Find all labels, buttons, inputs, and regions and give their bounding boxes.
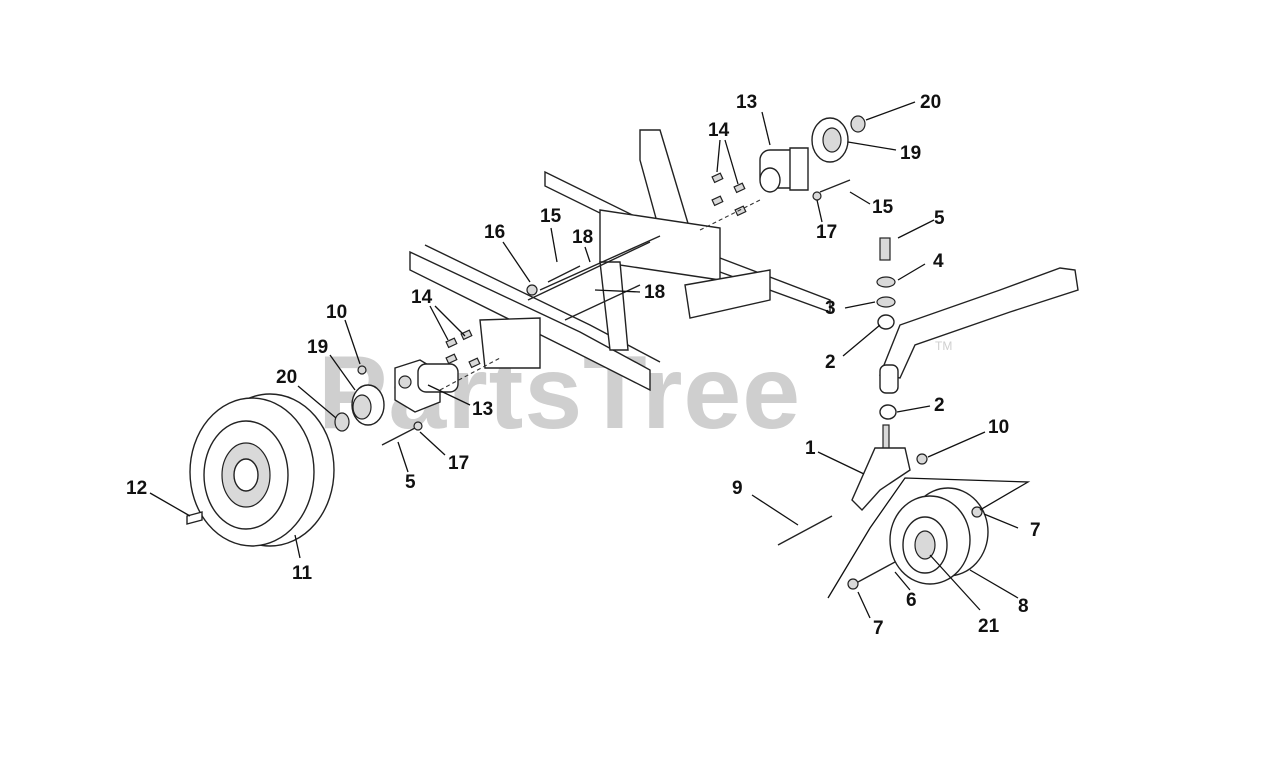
callout-11: 11 bbox=[292, 563, 313, 584]
callout-14-left: 14 bbox=[411, 287, 433, 308]
callout-5-right: 5 bbox=[934, 208, 945, 229]
callout-17-left: 17 bbox=[448, 453, 469, 474]
callout-5-left: 5 bbox=[405, 472, 416, 493]
callout-18-lower: 18 bbox=[644, 282, 665, 303]
callout-19-left: 19 bbox=[307, 337, 328, 358]
callout-15-right: 15 bbox=[872, 197, 894, 218]
callout-15-left: 15 bbox=[540, 206, 562, 227]
callout-6: 6 bbox=[906, 590, 917, 611]
caster-wheel bbox=[827, 477, 1031, 599]
watermark-trademark: TM bbox=[935, 339, 952, 353]
callout-2-lower: 2 bbox=[934, 395, 945, 416]
callout-16: 16 bbox=[484, 222, 505, 243]
callout-20-left: 20 bbox=[276, 367, 297, 388]
callout-13-right: 13 bbox=[736, 92, 757, 113]
callout-14-right: 14 bbox=[708, 120, 730, 141]
callout-12: 12 bbox=[126, 478, 147, 499]
callout-9: 9 bbox=[732, 478, 743, 499]
callout-17-right: 17 bbox=[816, 222, 837, 243]
callout-10-right: 10 bbox=[988, 417, 1009, 438]
callout-20-right: 20 bbox=[920, 92, 941, 113]
watermark-text: PartsTree bbox=[318, 335, 801, 451]
chassis-frame bbox=[409, 129, 831, 392]
callout-2-upper: 2 bbox=[825, 352, 836, 373]
right-hub bbox=[811, 115, 866, 163]
callout-4: 4 bbox=[933, 251, 944, 272]
callout-13-left: 13 bbox=[472, 399, 493, 420]
left-hub bbox=[334, 384, 385, 432]
leader-lines bbox=[149, 101, 1019, 619]
callout-8: 8 bbox=[1018, 596, 1029, 617]
callout-19-right: 19 bbox=[900, 143, 921, 164]
left-bolt bbox=[357, 365, 423, 446]
callout-10-left: 10 bbox=[326, 302, 347, 323]
left-wheel bbox=[186, 393, 335, 547]
left-spindle-housing bbox=[394, 329, 501, 413]
callout-3: 3 bbox=[825, 298, 836, 319]
callout-18-upper: 18 bbox=[572, 227, 593, 248]
right-bolt bbox=[812, 179, 851, 201]
right-spindle-housing bbox=[699, 147, 809, 231]
callout-21: 21 bbox=[978, 616, 1000, 637]
callout-7-right: 7 bbox=[1030, 520, 1041, 541]
caster-arm bbox=[876, 237, 1079, 420]
caster-fork bbox=[777, 424, 928, 546]
callout-1: 1 bbox=[805, 438, 816, 459]
callout-7-left: 7 bbox=[873, 618, 884, 639]
